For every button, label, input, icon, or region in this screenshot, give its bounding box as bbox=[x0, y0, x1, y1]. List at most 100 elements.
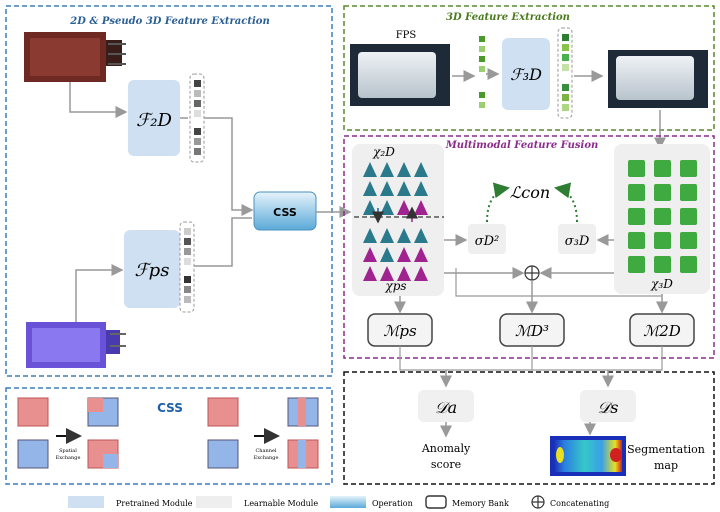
fps-label: FPS bbox=[396, 30, 417, 41]
section-3d-feature-extraction: 3D Feature Extraction FPS ℱ₃D bbox=[343, 5, 715, 131]
feature-triangle bbox=[414, 247, 428, 262]
feature-vector-2d bbox=[189, 73, 205, 163]
legend-memory: Memory Bank bbox=[452, 499, 509, 508]
legend-memory-swatch bbox=[425, 495, 447, 509]
section-title-3d: 3D Feature Extraction bbox=[446, 12, 570, 23]
m-2d-label: ℳ2D bbox=[643, 322, 681, 340]
feature-triangle bbox=[397, 266, 411, 281]
feature-vector-3d bbox=[557, 27, 573, 119]
fps-module-label: ℱps bbox=[135, 260, 170, 281]
rgb-object-image bbox=[24, 32, 126, 82]
feature-cube bbox=[628, 160, 645, 177]
spatial-label-2: Exchange bbox=[56, 455, 81, 461]
concatenate-symbol bbox=[524, 265, 540, 281]
feature-triangle bbox=[363, 228, 377, 243]
seg-label-1: Segmentation bbox=[627, 443, 705, 456]
feature-triangle bbox=[397, 181, 411, 196]
feature-cube bbox=[654, 160, 671, 177]
sigma-3d-box bbox=[558, 224, 596, 254]
feature-triangle bbox=[414, 162, 428, 177]
point-samples-column bbox=[479, 36, 485, 108]
f3d-module bbox=[502, 38, 550, 110]
feature-triangle bbox=[397, 162, 411, 177]
chi-ps-panel bbox=[352, 144, 444, 296]
feature-cube bbox=[680, 184, 697, 201]
feature-triangle bbox=[380, 181, 394, 196]
seg-label-2: map bbox=[654, 459, 678, 472]
sigma-3d-label: σ₃D bbox=[565, 234, 590, 249]
da-label: 𝒟a bbox=[435, 398, 457, 417]
feature-triangle bbox=[380, 228, 394, 243]
feature-cube bbox=[628, 184, 645, 201]
legend-concat: Concatenating bbox=[550, 499, 609, 508]
feature-cube bbox=[654, 256, 671, 273]
feature-cube bbox=[680, 208, 697, 225]
ds-label: 𝒟s bbox=[598, 398, 619, 417]
feature-triangle bbox=[414, 228, 428, 243]
legend-learnable: Learnable Module bbox=[244, 499, 318, 508]
legend-operation: Operation bbox=[372, 499, 413, 508]
section-2d-feature-extraction: 2D & Pseudo 3D Feature Extraction ℱ₂D ℱp… bbox=[5, 5, 333, 377]
f2d-label: ℱ₂D bbox=[136, 110, 172, 131]
point-cloud-image bbox=[350, 44, 450, 106]
anomaly-label-1: Anomaly bbox=[421, 442, 471, 455]
feature-cube bbox=[654, 232, 671, 249]
pseudo-3d-object-image bbox=[26, 322, 126, 368]
feature-cube bbox=[654, 208, 671, 225]
lcon-label: ℒcon bbox=[510, 183, 550, 202]
section-multimodal-fusion: Multimodal Feature Fusion χ₂D χps σD² σ₃… bbox=[343, 135, 715, 359]
feature-triangle bbox=[363, 162, 377, 177]
css-section-title: CSS bbox=[157, 401, 183, 415]
feature-triangle bbox=[380, 200, 394, 215]
channel-label-1: Channel bbox=[255, 448, 276, 454]
legend-concat-symbol bbox=[531, 495, 545, 509]
feature-triangle bbox=[414, 266, 428, 281]
feature-triangle bbox=[363, 200, 377, 215]
feature-triangle bbox=[380, 266, 394, 281]
m-ps-label: ℳps bbox=[383, 322, 417, 340]
feature-cube bbox=[680, 232, 697, 249]
green-cube-grid bbox=[628, 160, 697, 273]
fps-module bbox=[124, 230, 180, 308]
feature-triangle bbox=[397, 247, 411, 262]
decision-da-box bbox=[418, 390, 474, 422]
f3d-label: ℱ₃D bbox=[510, 65, 542, 84]
sigma-d2-box bbox=[468, 224, 506, 254]
decision-ds-box bbox=[580, 390, 636, 422]
feature-triangle bbox=[414, 181, 428, 196]
section-decision: 𝒟a 𝒟s Anomaly score Segmentation map bbox=[343, 370, 715, 485]
feature-triangle bbox=[397, 228, 411, 243]
feature-cube bbox=[680, 256, 697, 273]
anomaly-label-2: score bbox=[431, 458, 461, 471]
legend-learnable-swatch bbox=[196, 496, 232, 508]
feature-cube bbox=[628, 256, 645, 273]
feature-triangle bbox=[380, 162, 394, 177]
channel-exchange-illustration: Channel Exchange bbox=[207, 397, 319, 469]
section-title-2d: 2D & Pseudo 3D Feature Extraction bbox=[69, 16, 269, 27]
legend-pretrained: Pretrained Module bbox=[116, 499, 193, 508]
css-box-label: CSS bbox=[273, 206, 297, 219]
chi3d-label: χ₃D bbox=[650, 277, 673, 291]
f2d-module bbox=[128, 80, 180, 156]
feature-triangle bbox=[363, 266, 377, 281]
segmentation-heatmap bbox=[550, 436, 626, 476]
feature-triangle bbox=[363, 181, 377, 196]
css-operation-box bbox=[253, 191, 317, 231]
channel-label-2: Exchange bbox=[254, 455, 279, 461]
spatial-label-1: Spatial bbox=[59, 448, 77, 454]
chi2d-label: χ₂D bbox=[372, 145, 395, 159]
feature-cube bbox=[628, 232, 645, 249]
m-d3-label: ℳD³ bbox=[515, 322, 549, 340]
feature-triangle bbox=[380, 247, 394, 262]
sigma-d2-label: σD² bbox=[475, 234, 500, 249]
section-css: CSS Spatial Exchange Channel Exchange bbox=[5, 387, 333, 485]
legend-operation-swatch bbox=[330, 496, 366, 508]
triangle-grid bbox=[363, 162, 428, 281]
feature-vector-ps bbox=[179, 221, 195, 313]
feature-cube bbox=[654, 184, 671, 201]
point-cloud-output-image bbox=[608, 50, 708, 108]
legend: Pretrained Module Learnable Module Opera… bbox=[68, 495, 609, 509]
chips-label: χps bbox=[384, 279, 406, 293]
feature-triangle bbox=[363, 247, 377, 262]
